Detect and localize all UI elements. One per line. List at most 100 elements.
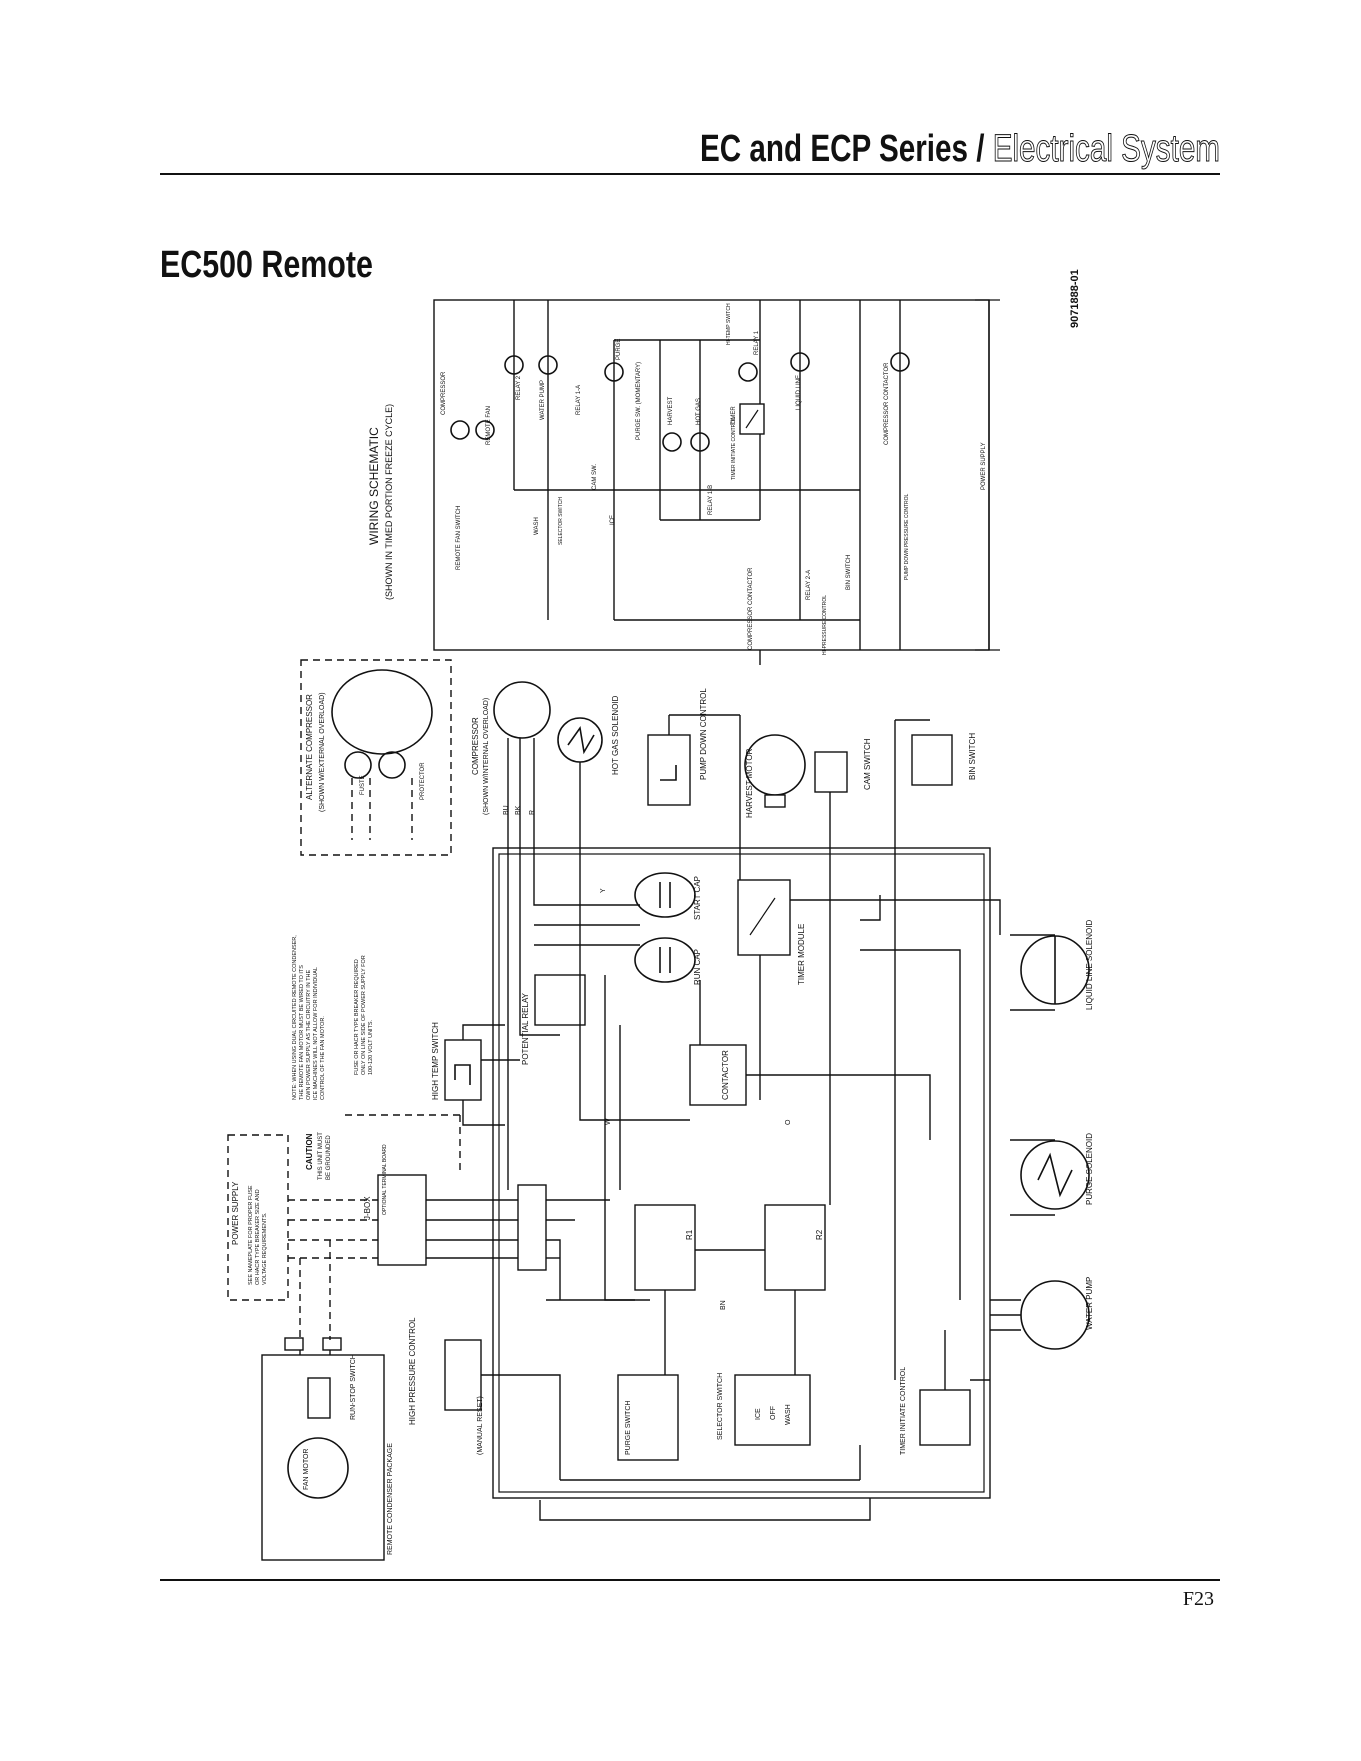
- high-temp-switch-label: HIGH TEMP SWITCH: [431, 1022, 440, 1100]
- cam-switch-label: CAM SWITCH: [863, 738, 872, 790]
- protector-icon: [378, 751, 406, 779]
- timer-initiate-control-box: [919, 1389, 971, 1446]
- doc-number: 9071888-01: [1069, 269, 1081, 328]
- potential-relay-label: POTENTIAL RELAY: [521, 992, 530, 1065]
- pump-down-control-box: [647, 734, 691, 806]
- alt-compressor-sub-label: (SHOWN W/EXTERNAL OVERLOAD): [319, 692, 326, 812]
- fuse-note: FUSE OR HACR TYPE BREAKER REQUIRED ONLY …: [354, 954, 374, 1075]
- header-title-bold: EC and ECP Series /: [700, 128, 985, 170]
- schematic-subtitle: (SHOWN IN TIMED PORTION FREEZE CYCLE): [384, 404, 394, 600]
- schem-remote-fan-label: REMOTE FAN: [486, 406, 492, 445]
- relay-r2-box: [764, 1204, 826, 1291]
- hot-gas-sol-icon: [690, 432, 710, 452]
- schem-compressor-contactor-label: COMPRESSOR CONTACTOR: [884, 362, 890, 445]
- timer-module-box: [737, 879, 791, 956]
- j-box-label: J-BOX: [363, 1196, 372, 1220]
- protector-label: PROTECTOR: [420, 762, 426, 800]
- schem-water-pump-label: WATER PUMP: [540, 380, 546, 420]
- bin-switch-box: [911, 734, 953, 786]
- hot-gas-solenoid-icon: [557, 717, 603, 763]
- schem-pump-down-label: PUMP DOWN PRESSURE CONTROL: [904, 493, 910, 580]
- schem-purge-sw-label: PURGE SW. (MOMENTARY): [636, 362, 642, 440]
- harvest-motor-label: HARVEST MOTOR: [745, 748, 754, 818]
- purge-switch-box: [617, 1374, 679, 1461]
- schem-relay1-label: RELAY 1: [754, 330, 760, 355]
- schem-compressor-label: COMPRESSOR: [441, 371, 447, 415]
- purge-solenoid-icon: [1020, 1140, 1090, 1210]
- liquid-line-sol-icon: [790, 352, 810, 372]
- alt-compressor-icon: [331, 669, 433, 755]
- power-supply-box: [227, 1134, 289, 1301]
- schem-hi-pressure-label: HI-PRESSURE CONTROL: [822, 595, 828, 655]
- bin-switch-label: BIN SWITCH: [968, 733, 977, 780]
- footer-rule: [160, 1579, 1220, 1581]
- harvest-motor-icon: [744, 734, 806, 796]
- schem-purge-label: PURGE: [616, 339, 622, 360]
- hot-gas-solenoid-label: HOT GAS SOLENOID: [611, 695, 620, 775]
- water-pump-icon: [1020, 1280, 1090, 1350]
- schem-hi-temp-label: HI-TEMP SWITCH: [726, 303, 732, 345]
- caution-text: THIS UNIT MUST BE GROUNDED: [318, 1131, 332, 1180]
- harvest-mot-icon: [662, 432, 682, 452]
- remote-condenser-box: [261, 1354, 385, 1561]
- schem-relay1b-label: RELAY 1-B: [708, 485, 714, 515]
- schem-relay2a-label: RELAY 2-A: [806, 570, 812, 600]
- wire-label-o: O: [785, 1119, 792, 1125]
- run-cap-icon: [634, 937, 696, 983]
- schem-timer-label: TIMER: [731, 406, 737, 425]
- schem-remote-fan-switch-label: REMOTE FAN SWITCH: [456, 506, 462, 570]
- schem-hot-gas-label: HOT GAS: [696, 398, 702, 425]
- page-title: EC500 Remote: [160, 244, 373, 286]
- selector-ice-label: ICE: [755, 1408, 762, 1420]
- schematic-frame: [433, 299, 990, 651]
- schem-wash-label: WASH: [534, 517, 540, 535]
- timer-module-label: TIMER MODULE: [797, 924, 806, 985]
- purge-solenoid-label: PURGE SOLENOID: [1085, 1133, 1094, 1205]
- optional-terminal-board-label: OPTIONAL TERMINAL BOARD: [382, 1144, 388, 1215]
- schem-bin-switch-label: BIN SWITCH: [846, 555, 852, 590]
- wire-label-bk: BK: [515, 805, 522, 815]
- wire-label-r: R: [529, 810, 536, 815]
- schem-cam-sw-label: CAM SW.: [592, 464, 598, 490]
- water-pump-label: WATER PUMP: [1085, 1277, 1094, 1330]
- selector-switch-label: SELECTOR SWITCH: [717, 1373, 724, 1440]
- alt-compressor-box: [300, 659, 452, 856]
- liquid-line-solenoid-label: LIQUID LINE SOLENOID: [1085, 920, 1094, 1010]
- relay-r1-box: [634, 1204, 696, 1291]
- remote-condenser-label: REMOTE CONDENSER PACKAGE: [387, 1443, 394, 1555]
- contactor-box: [689, 1044, 747, 1106]
- start-cap-icon: [634, 872, 696, 918]
- dual-condenser-note: NOTE: WHEN USING DUAL CIRCUITED REMOTE C…: [292, 934, 326, 1100]
- purge-switch-label: PURGE SWITCH: [625, 1401, 632, 1455]
- header-rule: [160, 173, 1220, 175]
- compressor-sub-label: (SHOWN W/INTERNAL OVERLOAD): [483, 698, 490, 815]
- selector-wash-label: WASH: [785, 1404, 792, 1425]
- schem-timer-initiate-label: TIMER INITIATE CONTROL: [731, 417, 737, 480]
- high-pressure-control-box: [444, 1339, 482, 1411]
- pump-down-control-label: PUMP DOWN CONTROL: [699, 688, 708, 780]
- schem-selector-switch-label: SELECTOR SWITCH: [558, 497, 564, 545]
- relay1-coil-icon: [738, 362, 758, 382]
- j-box: [377, 1174, 427, 1266]
- contactor-label: CONTACTOR: [721, 1050, 730, 1100]
- schem-power-supply-label: POWER SUPPLY: [981, 442, 987, 490]
- nameplate-note: SEE NAMEPLATE FOR PROPER FUSE OR HACR TY…: [248, 1184, 268, 1285]
- purge-sol-icon: [604, 362, 624, 382]
- relay-r1-label: R1: [685, 1229, 694, 1240]
- selector-off-label: OFF: [770, 1406, 777, 1420]
- schem-ice-label: ICE: [610, 515, 616, 525]
- wire-label-bn: BN: [720, 1300, 727, 1310]
- remote-fan-mot-icon: [475, 420, 495, 440]
- run-stop-switch-label: RUN-STOP SWITCH: [350, 1354, 357, 1420]
- alt-compressor-group: ALTERNATE COMPRESSOR (SHOWN W/EXTERNAL O…: [300, 659, 452, 856]
- header-title-light: Electrical System: [992, 128, 1220, 171]
- selector-switch-box: [734, 1374, 811, 1446]
- page-number: F23: [1182, 1588, 1214, 1610]
- run-stop-switch-box: [307, 1377, 331, 1419]
- run-cap-label: RUN CAP: [693, 949, 702, 985]
- wire-label-w: W: [605, 1118, 612, 1125]
- relay2-coil-icon: [504, 355, 524, 375]
- schem-relay2-label: RELAY 2: [516, 375, 522, 400]
- power-supply-label: POWER SUPPLY: [231, 1181, 240, 1245]
